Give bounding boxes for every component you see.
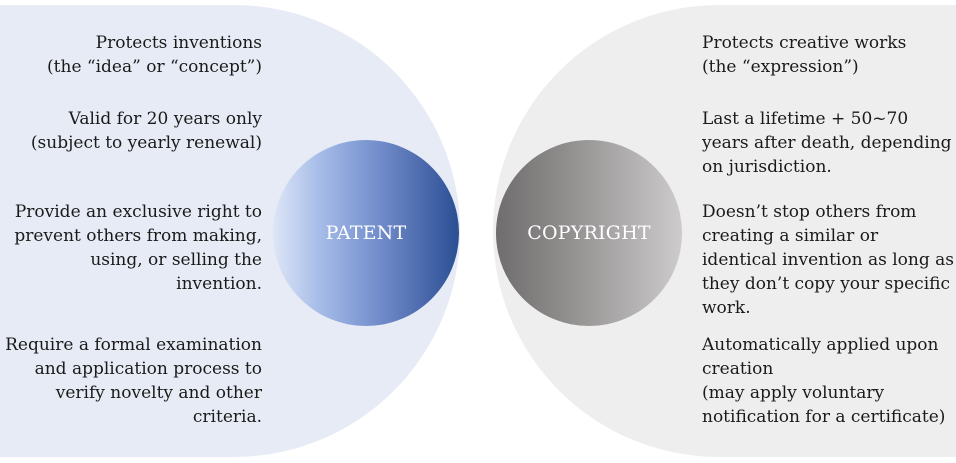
copyright-point-protects: Protects creative works (the “expression…: [702, 33, 907, 77]
patent-label: PATENT: [325, 222, 407, 244]
copyright-circle: COPYRIGHT: [496, 140, 682, 326]
patent-point-protects: Protects inventions (the “idea” or “conc…: [47, 33, 262, 77]
patent-circle: PATENT: [273, 140, 459, 326]
patent-point-examination: Require a formal examination and applica…: [5, 335, 262, 427]
patent-point-exclusive-right: Provide an exclusive right to prevent ot…: [14, 202, 262, 294]
copyright-label: COPYRIGHT: [527, 222, 651, 244]
copyright-point-duration: Last a lifetime + 50~70 years after deat…: [702, 109, 952, 177]
patent-point-validity: Valid for 20 years only (subject to year…: [30, 109, 262, 153]
copyright-point-no-stop: Doesn’t stop others from creating a simi…: [702, 202, 954, 318]
copyright-point-automatic: Automatically applied upon creation (may…: [702, 335, 946, 427]
